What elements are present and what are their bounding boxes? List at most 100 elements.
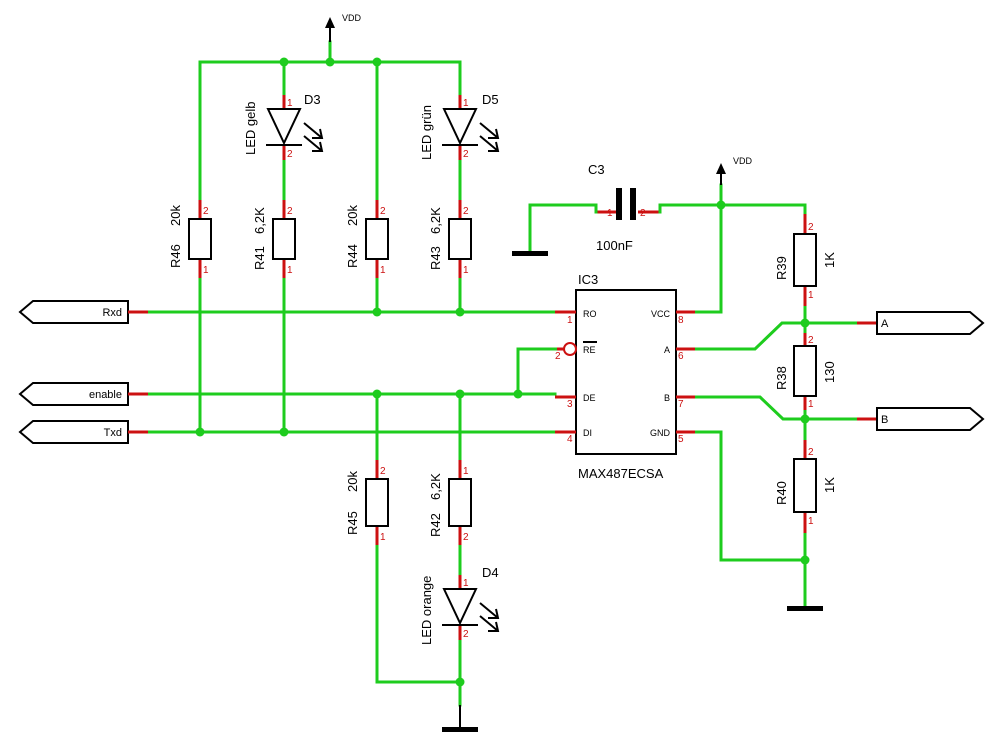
- resistor-r44: 2 1 R44 20k: [345, 200, 389, 278]
- d4-value: LED orange: [419, 576, 434, 645]
- resistor-r40: 2 1 R40 1K: [774, 440, 837, 533]
- r45-gnd-wire: [375, 543, 462, 684]
- port-txd: Txd: [18, 420, 148, 444]
- resistor-r43: 2 1 R43 6,2K: [428, 200, 472, 278]
- resistor-body: [365, 478, 389, 527]
- resistor-body: [793, 345, 817, 397]
- junction-dot: [800, 555, 810, 565]
- led-triangle: [442, 588, 478, 626]
- junction-dot: [455, 307, 465, 317]
- vcc-wire: [693, 183, 723, 314]
- pin-num: 1: [463, 265, 469, 276]
- pin-num: 1: [287, 265, 293, 276]
- resistor-body: [448, 218, 472, 260]
- pin-num: 1: [808, 516, 814, 527]
- resistor-r42: 1 2 R42 6,2K: [428, 460, 472, 545]
- r40-value: 1K: [822, 477, 837, 493]
- pin-num: 1: [380, 532, 386, 543]
- ic3-ref: IC3: [578, 272, 598, 287]
- light-arrow-icon: [479, 135, 500, 152]
- r45-ref: R45: [345, 511, 360, 535]
- ic3-body: [575, 289, 677, 455]
- d5-ref: D5: [482, 92, 499, 107]
- ic-pin-num-8: 8: [678, 315, 684, 326]
- capacitor-plate: [630, 188, 636, 220]
- r41-value: 6,2K: [252, 207, 267, 234]
- pin-num: 2: [808, 447, 814, 458]
- vdd-label: VDD: [733, 156, 753, 166]
- vdd-symbol-top: VDD: [325, 13, 362, 42]
- pin-num: 2: [463, 629, 469, 640]
- resistor-body: [365, 218, 389, 260]
- ic3: IC3 MAX487ECSA 1 2 3 4 RO RE DE DI 8 6 7…: [555, 272, 695, 481]
- light-arrow-icon: [303, 122, 324, 139]
- r42-value: 6,2K: [428, 473, 443, 500]
- port-a: A: [857, 311, 985, 335]
- port-txd-label: Txd: [104, 427, 122, 439]
- pin-num: 2: [380, 466, 386, 477]
- pin-num: 1: [808, 290, 814, 301]
- ic-pin-name-a: A: [664, 345, 670, 355]
- light-arrow-icon: [303, 135, 324, 152]
- ic-pin-num-7: 7: [678, 399, 684, 410]
- re-de-wire: [516, 347, 559, 396]
- resistor-r38: 2 1 R38 130: [774, 333, 837, 410]
- resistor-body: [793, 233, 817, 287]
- r38-ref: R38: [774, 366, 789, 390]
- junction-dot: [513, 389, 523, 399]
- port-b-label: B: [881, 414, 888, 426]
- ground-icon: [442, 727, 478, 732]
- r42-ref: R42: [428, 513, 443, 537]
- pin-num: 2: [463, 206, 469, 217]
- resistor-body: [272, 218, 296, 260]
- resistor-body: [448, 478, 472, 527]
- ic-pin-name-re: RE: [583, 345, 596, 355]
- led-triangle: [266, 108, 302, 146]
- ic-pin-name-b: B: [664, 393, 670, 403]
- junction-dot: [455, 677, 465, 687]
- pin-num: 1: [463, 98, 469, 109]
- r40-ref: R40: [774, 481, 789, 505]
- a-line-wire: [693, 321, 859, 351]
- pin-num: 2: [463, 532, 469, 543]
- led-d4: 1 2 D4 LED orange: [419, 565, 500, 645]
- pin-num: 1: [463, 466, 469, 477]
- r41-ref: R41: [252, 246, 267, 270]
- junction-dot: [279, 57, 289, 67]
- ic-pin-name-de: DE: [583, 393, 596, 403]
- port-a-shape: [876, 311, 985, 335]
- pin-num: 2: [287, 149, 293, 160]
- gnd-wire: [693, 430, 807, 562]
- vdd-label: VDD: [342, 13, 362, 23]
- r38-value: 130: [822, 361, 837, 383]
- port-b-shape: [876, 407, 985, 431]
- ic-pin-num-6: 6: [678, 351, 684, 362]
- wires: [146, 40, 859, 707]
- d5-value: LED grün: [419, 105, 434, 160]
- junction-dot: [372, 307, 382, 317]
- ic-pin-num-1: 1: [567, 315, 573, 326]
- resistor-r41: 2 1 R41 6,2K: [252, 200, 296, 278]
- vdd-arrow-icon: [325, 17, 335, 28]
- ic-pin-num-4: 4: [567, 434, 573, 445]
- c3-value: 100nF: [596, 238, 633, 253]
- junction-dot: [716, 200, 726, 210]
- junction-dot: [800, 318, 810, 328]
- port-a-label: A: [881, 318, 889, 330]
- ic-pin-name-ro: RO: [583, 309, 597, 319]
- pin-num: 2: [380, 206, 386, 217]
- r46-value: 20k: [168, 205, 183, 226]
- ic-pin-name-di: DI: [583, 428, 592, 438]
- vdd-symbol-right: VDD: [716, 156, 753, 185]
- pin-num: 1: [380, 265, 386, 276]
- junctions: [195, 57, 810, 687]
- d4-ref: D4: [482, 565, 499, 580]
- r43-ref: R43: [428, 246, 443, 270]
- port-enable-label: enable: [89, 389, 122, 401]
- resistor-r46: 2 1 R46 20k: [168, 200, 212, 278]
- ground-icon: [512, 251, 548, 256]
- r46-ref: R46: [168, 244, 183, 268]
- led-triangle: [442, 108, 478, 146]
- ic-pin-name-gnd: GND: [650, 428, 671, 438]
